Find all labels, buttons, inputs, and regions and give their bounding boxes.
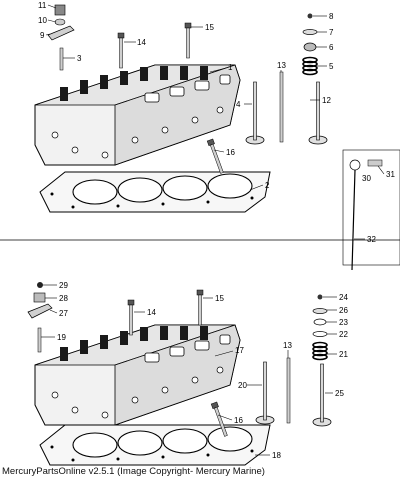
intake-valve-icon (255, 361, 275, 425)
spring-retainer-icon (302, 29, 318, 35)
pushrod-icon (286, 357, 291, 424)
spring-shim-icon (312, 331, 328, 337)
head-bolt-icon (127, 299, 135, 336)
valve-keeper-icon (317, 294, 323, 300)
callout-label: 10 (38, 16, 47, 25)
valve-spring-icon (302, 56, 318, 76)
top-assembly (34, 4, 400, 271)
exhaust-valve-icon (308, 81, 328, 145)
rocker-pivot-icon (33, 292, 46, 303)
callout-label: 13 (277, 61, 286, 70)
callout-label: 15 (205, 23, 214, 32)
bottom-assembly (27, 282, 332, 466)
rocker-arm-icon (27, 303, 53, 319)
cylinder-head-top (34, 64, 241, 166)
rocker-stud-icon (37, 327, 42, 353)
callout-label: 17 (235, 346, 244, 355)
callout-label: 31 (386, 170, 395, 179)
valve-seal-icon (313, 318, 327, 326)
bottom-callouts: 29 28 27 19 14 15 24 26 23 22 21 17 13 2… (57, 281, 348, 460)
callout-label: 5 (329, 62, 334, 71)
callout-label: 1 (228, 63, 233, 72)
callout-label: 25 (335, 389, 344, 398)
dipstick-ring-icon (349, 159, 361, 171)
callout-label: 22 (339, 330, 348, 339)
head-bolt-long-icon (196, 289, 204, 326)
head-bolt-short-icon (206, 138, 226, 175)
callout-leaders (41, 4, 385, 456)
callout-label: 16 (226, 148, 235, 157)
intake-valve-icon (245, 81, 265, 145)
pushrod-icon (279, 71, 284, 143)
callout-label: 4 (236, 100, 241, 109)
rocker-nut-icon (37, 282, 43, 288)
callout-label: 20 (238, 381, 247, 390)
dipstick-bolt-icon (367, 159, 383, 167)
callout-label: 26 (339, 306, 348, 315)
callout-label: 32 (367, 235, 376, 244)
callout-label: 15 (215, 294, 224, 303)
callout-label: 12 (322, 96, 331, 105)
spring-retainer-icon (312, 308, 328, 314)
exhaust-valve-icon (312, 363, 332, 427)
callout-label: 11 (38, 1, 47, 10)
callout-label: 27 (59, 309, 68, 318)
top-callouts: 11 10 9 3 14 15 8 7 6 5 1 13 4 12 16 2 3… (38, 1, 395, 244)
callout-label: 24 (339, 293, 348, 302)
head-gasket-top (39, 171, 271, 213)
callout-label: 21 (339, 350, 348, 359)
rocker-ball-icon (54, 18, 66, 26)
callout-label: 2 (265, 181, 270, 190)
valve-keeper-icon (307, 13, 313, 19)
callout-label: 14 (137, 38, 146, 47)
valve-seal-icon (303, 42, 317, 52)
callout-label: 16 (234, 416, 243, 425)
callout-label: 18 (272, 451, 281, 460)
head-bolt-long-icon (184, 22, 192, 59)
inset-box (342, 149, 400, 266)
valve-spring-icon (312, 341, 328, 361)
head-gasket-bottom (39, 424, 271, 466)
image-caption: MercuryPartsOnline v2.5.1 (Image Copyrig… (2, 466, 265, 477)
callout-label: 30 (362, 174, 371, 183)
callout-label: 3 (77, 54, 82, 63)
dipstick-icon (351, 169, 356, 271)
callout-label: 29 (59, 281, 68, 290)
rocker-nut-icon (54, 4, 66, 16)
callout-label: 23 (339, 318, 348, 327)
callout-label: 6 (329, 43, 334, 52)
callout-label: 7 (329, 28, 334, 37)
callout-label: 19 (57, 333, 66, 342)
head-bolt-icon (117, 32, 125, 69)
rocker-stud-icon (59, 47, 64, 71)
rocker-arm-icon (47, 25, 75, 41)
callout-label: 9 (40, 31, 45, 40)
callout-label: 8 (329, 12, 334, 21)
callout-label: 14 (147, 308, 156, 317)
callout-label: 13 (283, 341, 292, 350)
callout-label: 28 (59, 294, 68, 303)
